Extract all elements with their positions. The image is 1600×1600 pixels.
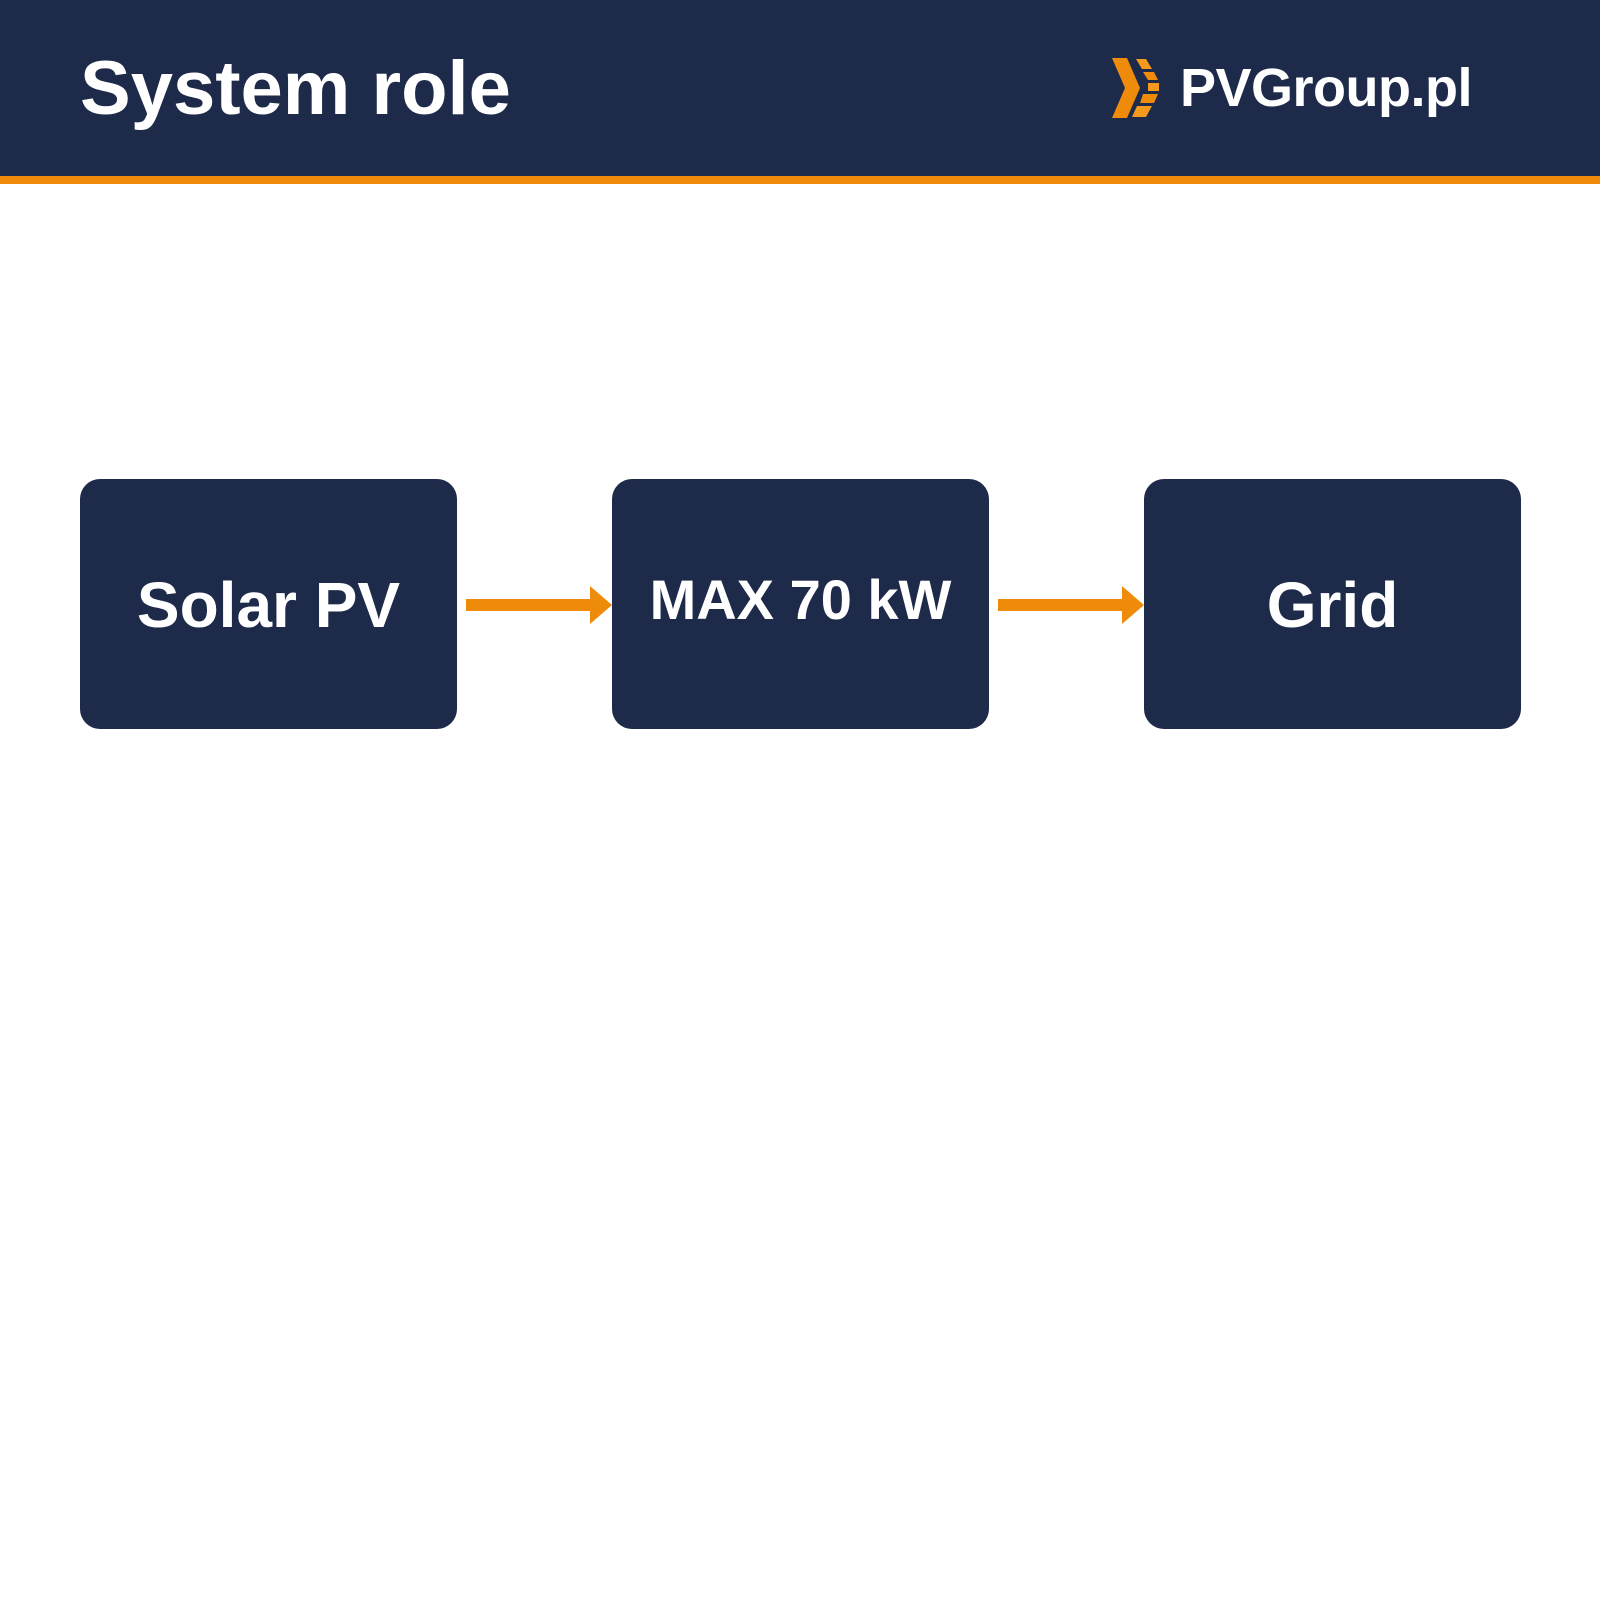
logo-text: PVGroup.pl — [1180, 58, 1473, 118]
brand-logo: PVGroup.pl — [1112, 56, 1473, 120]
arrow-solar-to-limit — [466, 586, 612, 624]
node-label: Grid — [1266, 569, 1399, 641]
arrow-limit-to-grid — [998, 586, 1144, 624]
header-bar: System role PVGroup.pl — [0, 0, 1600, 176]
node-label: Solar PV — [136, 569, 401, 641]
page-title: System role — [80, 46, 511, 131]
node-solar-pv: Solar PV — [80, 479, 457, 729]
node-grid: Grid — [1144, 479, 1521, 729]
header-accent-line — [0, 176, 1600, 184]
pvgroup-logo-icon — [1112, 58, 1159, 118]
node-max-power-limit: MAX 70 kW — [612, 479, 989, 729]
node-label: MAX 70 kW — [649, 568, 952, 631]
